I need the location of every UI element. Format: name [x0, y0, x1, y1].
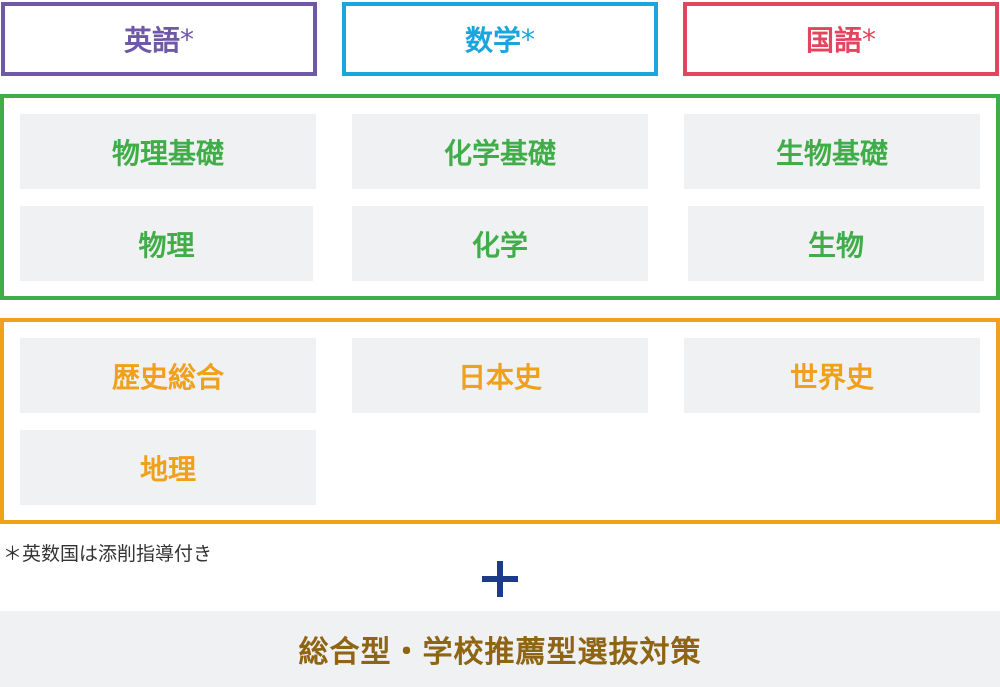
bottom-banner: 総合型・学校推薦型選抜対策: [0, 611, 1000, 687]
core-subject-label: 英語: [123, 24, 180, 57]
social-tile-history-general: 歴史総合: [20, 338, 316, 413]
bottom-banner-label: 総合型・学校推薦型選抜対策: [298, 635, 702, 670]
core-subject-mark: *: [180, 22, 194, 56]
science-tile-physics-basic: 物理基礎: [20, 114, 316, 189]
science-tile-biology-basic: 生物基礎: [684, 114, 980, 189]
core-subject-label: 国語: [805, 24, 862, 57]
science-group: [0, 94, 1000, 300]
science-tile-chemistry-basic: 化学基礎: [352, 114, 648, 189]
core-subject-english: 英語*: [1, 2, 317, 76]
core-subject-label: 数学: [464, 24, 521, 57]
plus-icon: [482, 561, 518, 597]
footnote: ＊英数国は添削指導付き: [3, 543, 213, 565]
science-tile-chemistry: 化学: [352, 206, 648, 281]
social-tile-geography: 地理: [20, 430, 316, 505]
core-subject-mark: *: [862, 22, 876, 56]
core-subject-math: 数学*: [342, 2, 658, 76]
science-tile-biology: 生物: [688, 206, 984, 281]
social-group: [0, 318, 1000, 524]
social-tile-world-history: 世界史: [684, 338, 980, 413]
science-tile-physics: 物理: [20, 206, 313, 281]
core-subject-japanese: 国語*: [683, 2, 999, 76]
social-tile-japanese-history: 日本史: [352, 338, 648, 413]
core-subject-mark: *: [521, 22, 535, 56]
